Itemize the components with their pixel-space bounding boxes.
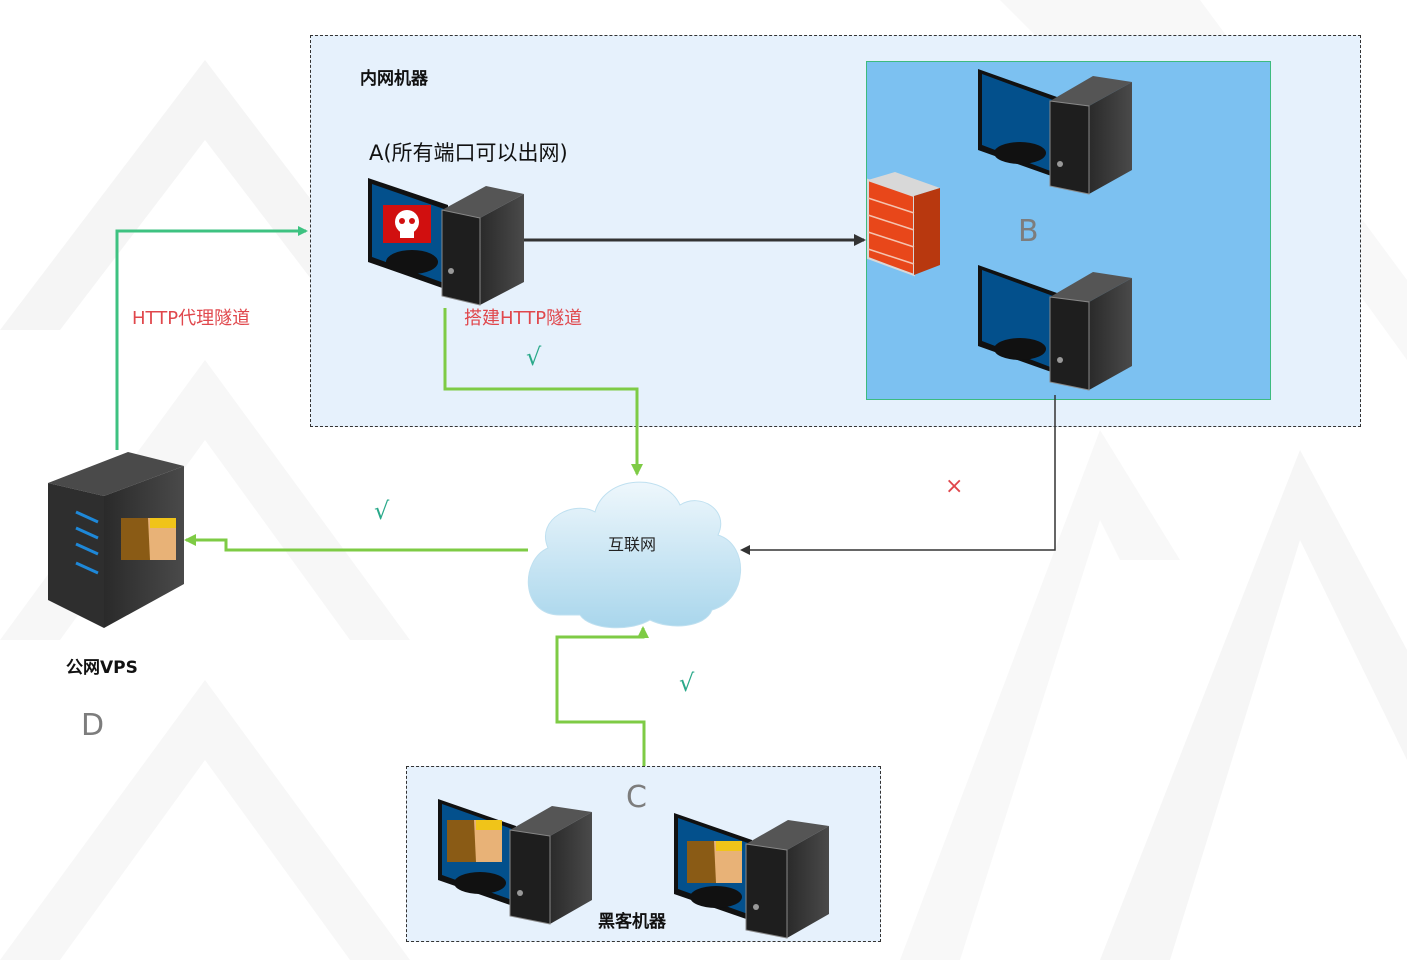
hacker-computer-icon-1 — [438, 799, 592, 925]
intranet-zone-title: 内网机器 — [360, 69, 428, 89]
node-b-label: B — [1018, 214, 1039, 249]
check-mark-hacker-internet: √ — [679, 669, 695, 697]
node-d-label: D — [81, 708, 105, 743]
compromised-computer-icon — [368, 178, 524, 306]
http-proxy-tunnel-label: HTTP代理隧道 — [132, 308, 251, 329]
computer-icon-b-bottom — [978, 265, 1132, 391]
build-http-tunnel-label: 搭建HTTP隧道 — [464, 308, 583, 329]
cloud-icon — [527, 481, 741, 629]
hacker-computer-icon-2 — [674, 813, 829, 939]
node-a-label: A(所有端口可以出网) — [369, 141, 568, 165]
edge-vps-to-intranet — [115, 226, 308, 450]
check-mark-a-internet: √ — [526, 343, 542, 371]
node-c-label: C — [626, 780, 647, 815]
edge-a-to-internet — [443, 308, 643, 476]
edge-b-to-internet — [740, 395, 1056, 555]
firewall-icon — [867, 172, 940, 277]
hacker-zone-title: 黑客机器 — [598, 912, 666, 932]
vps-title: 公网VPS — [66, 658, 138, 678]
blocked-x-mark: × — [945, 474, 964, 499]
edge-internet-to-vps — [184, 534, 528, 552]
check-mark-internet-vps: √ — [374, 497, 390, 525]
computer-icon-b-top — [978, 69, 1132, 195]
edge-hacker-to-internet — [555, 626, 649, 766]
server-icon — [48, 452, 184, 628]
internet-label: 互联网 — [608, 535, 657, 554]
